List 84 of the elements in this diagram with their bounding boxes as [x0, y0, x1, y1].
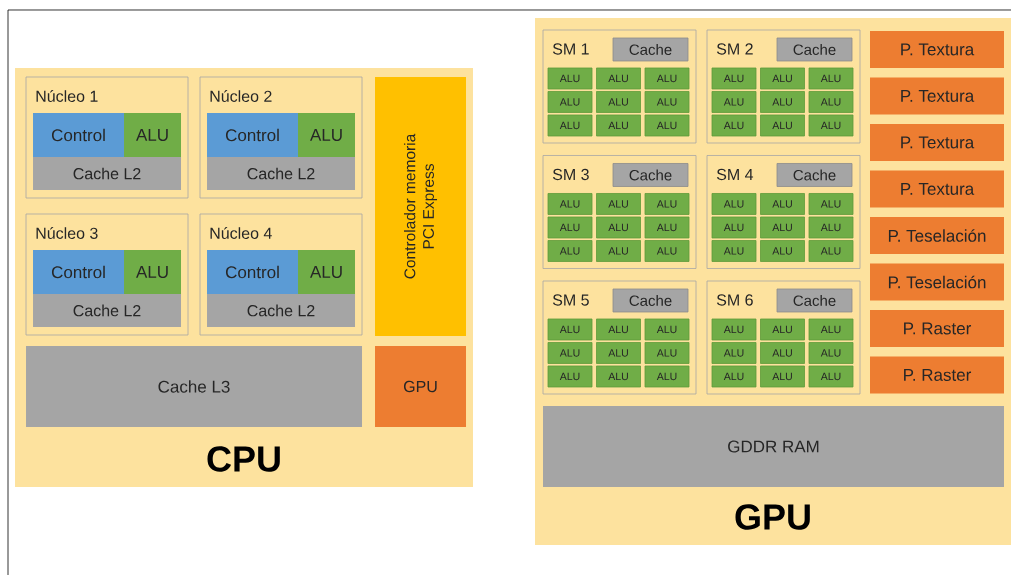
memory-controller: Controlador memoria PCI Express — [375, 77, 466, 336]
pipeline-box: P. Textura — [870, 124, 1004, 161]
alu-block: ALU — [760, 67, 805, 90]
cache-block: Cache L3 — [26, 346, 362, 427]
alu-block: ALU — [547, 67, 593, 90]
alu-block: ALU — [644, 240, 690, 262]
pipeline-box: P. Textura — [870, 170, 1004, 208]
cache-block: Cache — [612, 288, 689, 313]
alu-block: ALU — [808, 91, 854, 113]
alu-block: ALU — [711, 91, 757, 113]
alu-block: ALU — [124, 250, 181, 294]
cache-block: Cache L2 — [33, 157, 181, 190]
alu-block: ALU — [711, 240, 757, 262]
cache-block: Cache L2 — [207, 157, 355, 190]
alu-block: ALU — [547, 91, 593, 113]
alu-block: ALU — [298, 113, 355, 157]
alu-block: ALU — [596, 114, 641, 137]
cache-block: Cache L2 — [207, 294, 355, 327]
pipeline-box: P. Teselación — [870, 263, 1004, 301]
pipeline-box: P. Textura — [870, 77, 1004, 115]
alu-block: ALU — [760, 240, 805, 262]
alu-block: ALU — [711, 193, 757, 215]
alu-block: ALU — [547, 114, 593, 137]
pipeline-box: P. Raster — [870, 356, 1004, 394]
alu-block: ALU — [808, 318, 854, 341]
alu-block: ALU — [124, 113, 181, 157]
cache-block: Cache — [776, 37, 853, 62]
alu-block: ALU — [547, 342, 593, 364]
cache-block: Cache — [612, 37, 689, 62]
alu-block: ALU — [711, 114, 757, 137]
alu-block: ALU — [760, 216, 805, 239]
alu-block: ALU — [547, 365, 593, 388]
alu-block: ALU — [808, 67, 854, 90]
control-unit: Control — [33, 113, 124, 157]
alu-block: ALU — [711, 216, 757, 239]
pipeline-box: P. Raster — [870, 310, 1004, 347]
alu-block: ALU — [644, 216, 690, 239]
alu-block: ALU — [596, 342, 641, 364]
alu-block: ALU — [760, 342, 805, 364]
alu-block: ALU — [711, 318, 757, 341]
pipeline-box: P. Textura — [870, 31, 1004, 68]
alu-block: ALU — [808, 193, 854, 215]
alu-block: ALU — [644, 365, 690, 388]
control-unit: Control — [33, 250, 124, 294]
alu-block: ALU — [596, 193, 641, 215]
alu-block: ALU — [760, 365, 805, 388]
pipeline-box: P. Teselación — [870, 217, 1004, 254]
alu-block: ALU — [547, 216, 593, 239]
alu-block: ALU — [711, 67, 757, 90]
alu-block: ALU — [808, 240, 854, 262]
alu-block: ALU — [808, 114, 854, 137]
cache-block: Cache — [612, 163, 689, 187]
alu-block: ALU — [547, 318, 593, 341]
alu-block: ALU — [808, 365, 854, 388]
alu-block: ALU — [760, 114, 805, 137]
gpu-block: GPU — [375, 346, 466, 427]
alu-block: ALU — [808, 342, 854, 364]
control-unit: Control — [207, 250, 298, 294]
alu-block: ALU — [808, 216, 854, 239]
alu-block: ALU — [760, 193, 805, 215]
alu-block: ALU — [644, 318, 690, 341]
alu-block: ALU — [547, 193, 593, 215]
alu-block: ALU — [596, 240, 641, 262]
alu-block: ALU — [298, 250, 355, 294]
alu-block: ALU — [596, 91, 641, 113]
cache-block: Cache — [776, 288, 853, 313]
alu-block: ALU — [644, 342, 690, 364]
alu-block: ALU — [596, 216, 641, 239]
alu-block: ALU — [760, 318, 805, 341]
alu-block: ALU — [711, 342, 757, 364]
memory-block: GDDR RAM — [543, 406, 1004, 487]
alu-block: ALU — [547, 240, 593, 262]
alu-block: ALU — [596, 365, 641, 388]
alu-block: ALU — [644, 193, 690, 215]
alu-block: ALU — [711, 365, 757, 388]
alu-block: ALU — [596, 67, 641, 90]
control-unit: Control — [207, 113, 298, 157]
alu-block: ALU — [644, 114, 690, 137]
alu-block: ALU — [596, 318, 641, 341]
cache-block: Cache — [776, 163, 853, 187]
alu-block: ALU — [644, 91, 690, 113]
alu-block: ALU — [644, 67, 690, 90]
alu-block: ALU — [760, 91, 805, 113]
cache-block: Cache L2 — [33, 294, 181, 327]
